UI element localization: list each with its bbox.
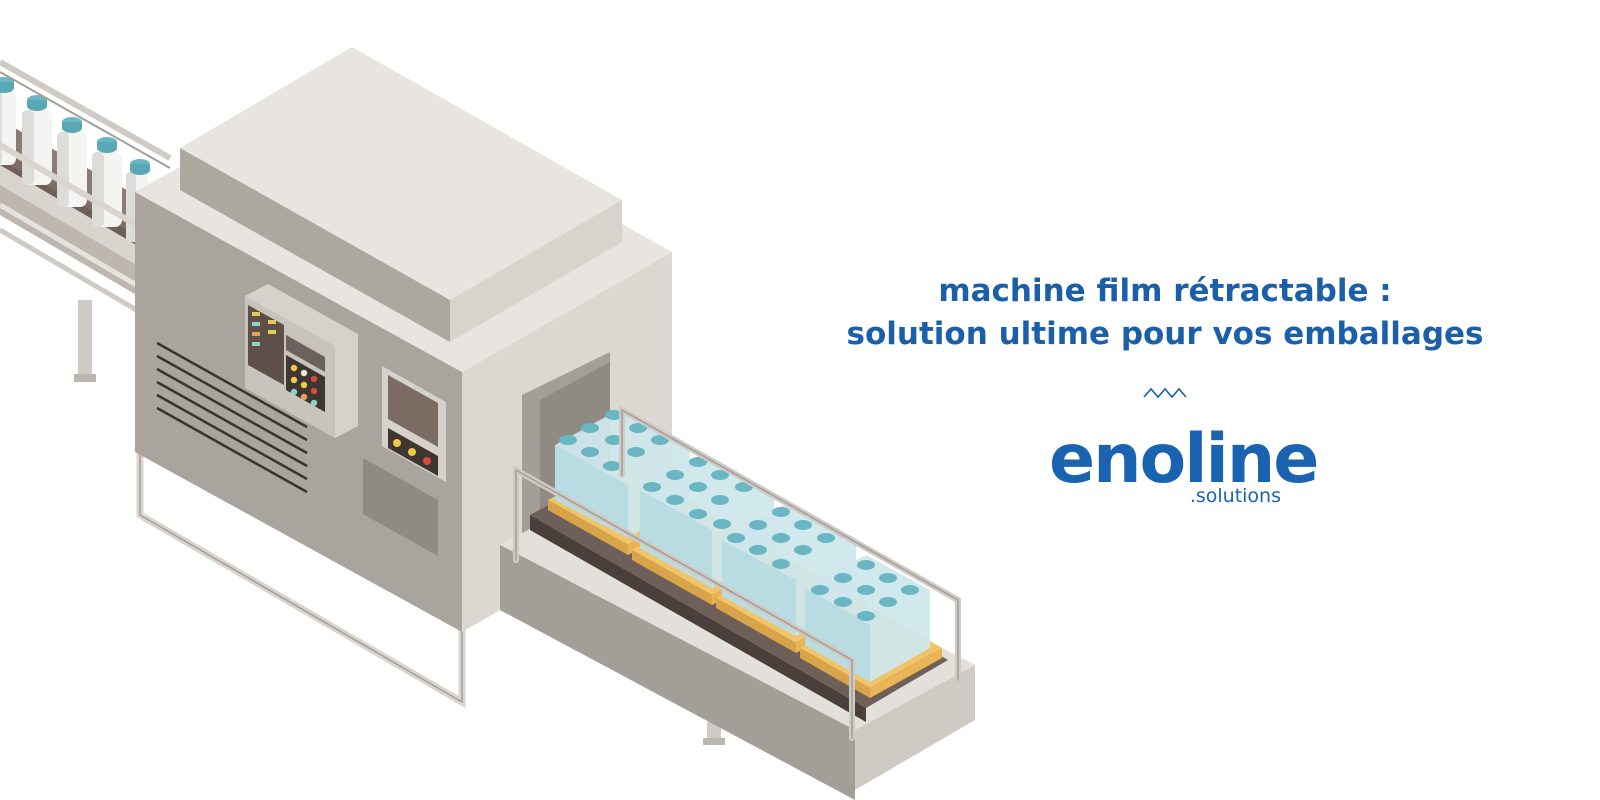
headline: machine film rétractable : solution ulti… [820, 270, 1510, 356]
touch-screen-panel [382, 366, 446, 482]
brand-wordmark: enoline [1049, 420, 1319, 499]
conveyor-leg [78, 300, 92, 380]
infeed-conveyor [0, 59, 172, 382]
brand-suffix: .solutions [1189, 485, 1281, 507]
headline-line-2: solution ultime pour vos emballages [846, 316, 1484, 352]
zigzag-icon [1143, 387, 1187, 399]
outfeed-conveyor [500, 404, 975, 800]
vent-grille [156, 341, 308, 494]
control-panel [245, 284, 358, 438]
hero-text-block: machine film rétractable : solution ulti… [820, 270, 1510, 514]
guard-rail [513, 404, 961, 741]
headline-line-1: machine film rétractable : [938, 273, 1392, 309]
brand-logo: enoline .solutions [1049, 426, 1319, 510]
